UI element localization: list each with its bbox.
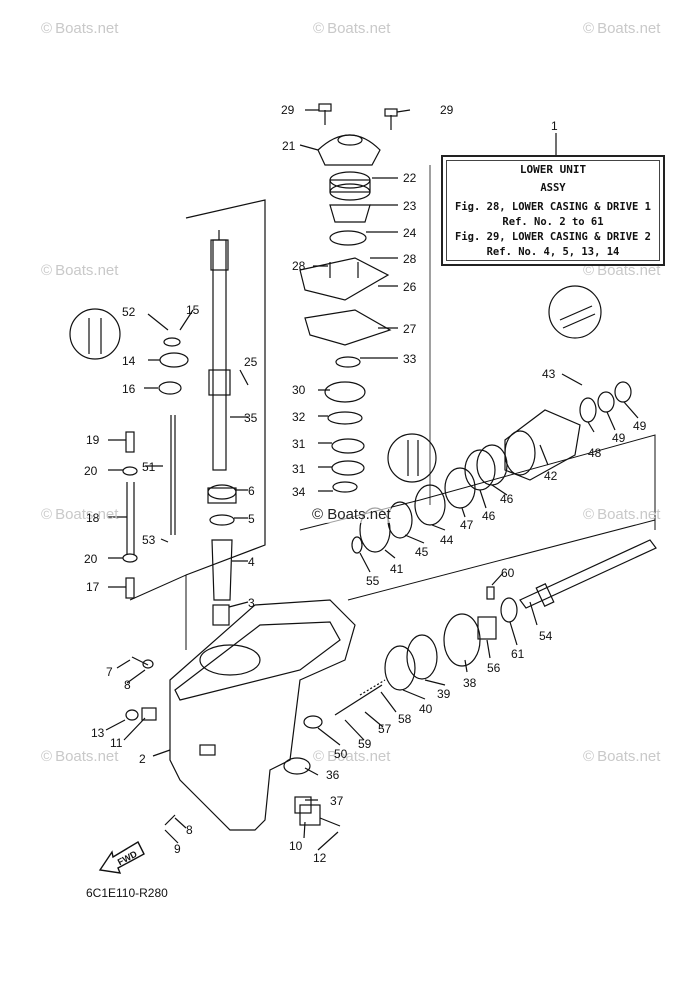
callout-39: 39 bbox=[437, 687, 451, 701]
callout-42: 42 bbox=[544, 469, 558, 483]
callout-9: 9 bbox=[174, 842, 181, 856]
watermark-center: © Boats.net bbox=[312, 506, 391, 523]
diagram-code: 6C1E110-R280 bbox=[86, 886, 168, 900]
callout-12: 12 bbox=[313, 851, 327, 865]
callout-30: 30 bbox=[292, 383, 306, 397]
callout-34: 34 bbox=[292, 485, 306, 499]
callout-10: 10 bbox=[289, 839, 303, 853]
callout-46: 46 bbox=[500, 492, 514, 506]
callout-37: 37 bbox=[330, 794, 344, 808]
callout-13: 13 bbox=[91, 726, 105, 740]
callout-8: 8 bbox=[186, 823, 193, 837]
legend-line-2: Ref. No. 2 to 61 bbox=[502, 216, 604, 228]
callout-19: 19 bbox=[86, 433, 100, 447]
callout-11: 11 bbox=[110, 736, 123, 750]
callout-54: 54 bbox=[539, 629, 553, 643]
callout-6: 6 bbox=[248, 484, 255, 498]
callout-32: 32 bbox=[292, 410, 306, 424]
callout-41: 41 bbox=[390, 562, 404, 576]
watermark: ©Boats.net bbox=[41, 748, 119, 765]
callout-35: 35 bbox=[244, 411, 258, 425]
legend-line-4: Ref. No. 4, 5, 13, 14 bbox=[486, 246, 620, 258]
callout-23: 23 bbox=[403, 199, 417, 213]
callout-48: 48 bbox=[588, 446, 602, 460]
callout-44: 44 bbox=[440, 533, 454, 547]
callout-31: 31 bbox=[292, 462, 306, 476]
callout-27: 27 bbox=[403, 322, 417, 336]
callout-8: 8 bbox=[124, 678, 131, 692]
callout-55: 55 bbox=[366, 574, 380, 588]
callout-53: 53 bbox=[142, 533, 156, 547]
callout-40: 40 bbox=[419, 702, 433, 716]
callout-51: 51 bbox=[142, 460, 156, 474]
legend-title: LOWER UNIT bbox=[519, 163, 587, 176]
watermark: ©Boats.net bbox=[41, 262, 119, 279]
callout-29: 29 bbox=[281, 103, 295, 117]
callout-18: 18 bbox=[86, 511, 100, 525]
callout-24: 24 bbox=[403, 226, 417, 240]
callout-31: 31 bbox=[292, 437, 306, 451]
callout-49: 49 bbox=[612, 431, 626, 445]
callout-43: 43 bbox=[542, 367, 556, 381]
callout-21: 21 bbox=[282, 139, 296, 153]
callout-22: 22 bbox=[403, 171, 417, 185]
watermark: ©Boats.net bbox=[583, 506, 661, 523]
callout-50: 50 bbox=[334, 747, 348, 761]
callout-15: 15 bbox=[186, 303, 200, 317]
callout-46: 46 bbox=[482, 509, 496, 523]
callout-58: 58 bbox=[398, 712, 412, 726]
callout-1: 1 bbox=[551, 119, 558, 133]
callout-26: 26 bbox=[403, 280, 417, 294]
callout-61: 61 bbox=[511, 647, 525, 661]
watermark: ©Boats.net bbox=[41, 506, 119, 523]
watermark: ©Boats.net bbox=[41, 20, 119, 37]
legend-line-3: Fig. 29, LOWER CASING & DRIVE 2 bbox=[455, 231, 651, 243]
callout-4: 4 bbox=[248, 555, 255, 569]
watermark: ©Boats.net bbox=[583, 748, 661, 765]
callout-45: 45 bbox=[415, 545, 429, 559]
callout-52: 52 bbox=[122, 305, 136, 319]
callout-3: 3 bbox=[248, 596, 255, 610]
legend-subtitle: ASSY bbox=[540, 182, 566, 194]
watermark: ©Boats.net bbox=[313, 748, 391, 765]
callout-38: 38 bbox=[463, 676, 477, 690]
legend-line-1: Fig. 28, LOWER CASING & DRIVE 1 bbox=[455, 201, 651, 213]
callout-20: 20 bbox=[84, 464, 98, 478]
callout-28: 28 bbox=[292, 259, 306, 273]
forward-arrow-icon bbox=[98, 841, 145, 874]
watermark: ©Boats.net bbox=[583, 262, 661, 279]
watermark: ©Boats.net bbox=[313, 20, 391, 37]
callout-7: 7 bbox=[106, 665, 113, 679]
callout-60: 60 bbox=[501, 566, 515, 580]
callout-14: 14 bbox=[122, 354, 136, 368]
watermark: ©Boats.net bbox=[583, 20, 661, 37]
callout-47: 47 bbox=[460, 518, 474, 532]
callout-28: 28 bbox=[403, 252, 417, 266]
callout-33: 33 bbox=[403, 352, 417, 366]
callout-16: 16 bbox=[122, 382, 136, 396]
callout-36: 36 bbox=[326, 768, 340, 782]
callout-57: 57 bbox=[378, 722, 392, 736]
legend-box: LOWER UNIT ASSY Fig. 28, LOWER CASING & … bbox=[441, 155, 665, 266]
callout-20: 20 bbox=[84, 552, 98, 566]
callout-29: 29 bbox=[440, 103, 454, 117]
callout-49: 49 bbox=[633, 419, 647, 433]
callout-17: 17 bbox=[86, 580, 100, 594]
callout-2: 2 bbox=[139, 752, 146, 766]
callout-59: 59 bbox=[358, 737, 372, 751]
callout-25: 25 bbox=[244, 355, 258, 369]
callout-5: 5 bbox=[248, 512, 255, 526]
callout-56: 56 bbox=[487, 661, 501, 675]
